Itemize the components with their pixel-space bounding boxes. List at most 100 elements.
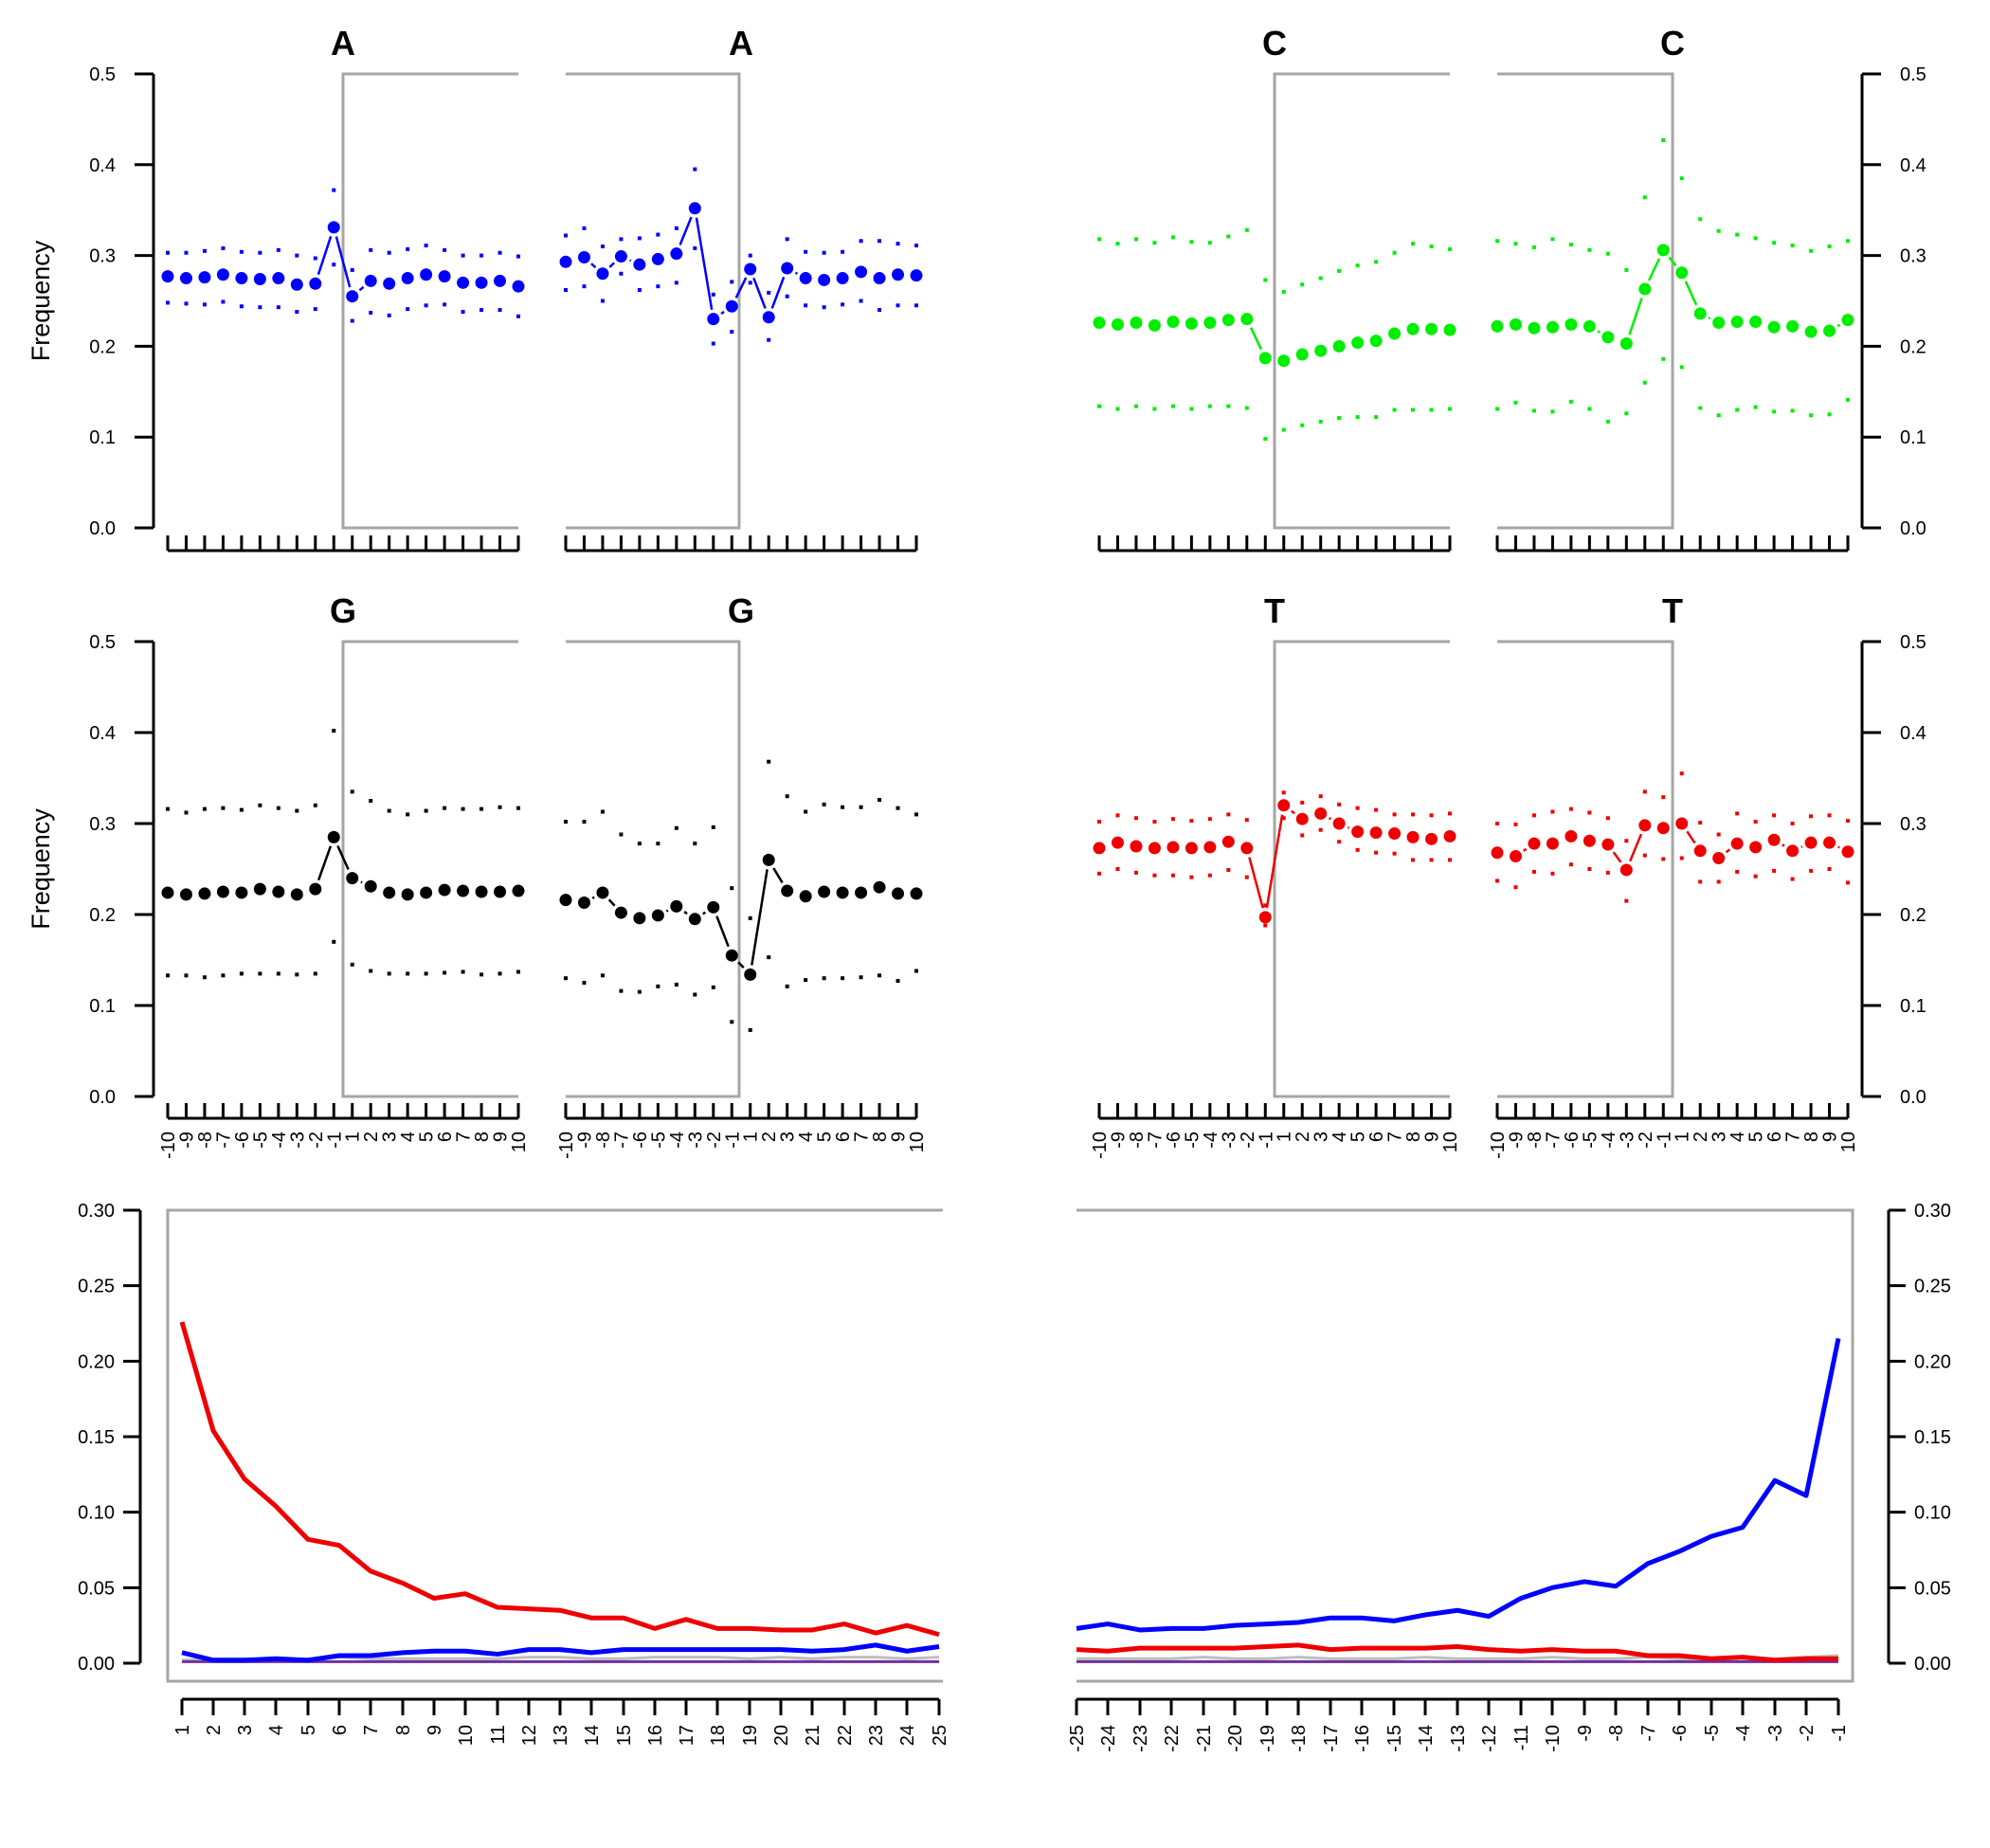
lower-bound-mark <box>295 972 299 977</box>
upper-bound-mark <box>564 233 568 238</box>
data-point <box>1730 316 1744 329</box>
lower-bound-mark <box>1716 413 1721 418</box>
x-tick-label: 7 <box>1783 1132 1804 1142</box>
lower-bound-mark <box>1300 833 1305 838</box>
data-point <box>346 290 359 303</box>
lower-bound-mark <box>1429 858 1434 862</box>
lower-bound-mark <box>1244 875 1249 879</box>
upper-bound-mark <box>582 226 587 230</box>
upper-bound-mark <box>804 809 808 814</box>
lower-bound-mark <box>674 281 678 285</box>
x-tick-label: -6 <box>232 1132 253 1149</box>
upper-bound-mark <box>600 245 605 249</box>
upper-bound-mark <box>896 806 900 810</box>
x-tick-label: 9 <box>889 1132 910 1142</box>
lower-bound-mark <box>841 302 845 307</box>
data-point <box>762 853 775 866</box>
lower-bound-mark <box>1642 380 1647 385</box>
x-tick-label: -10 <box>158 1132 179 1159</box>
data-point <box>1546 837 1559 850</box>
upper-bound-mark <box>859 805 863 809</box>
x-tick-label: 10 <box>456 1725 477 1746</box>
upper-bound-mark <box>424 808 428 813</box>
upper-bound-mark <box>1735 232 1740 237</box>
x-tick-label: 9 <box>491 1132 512 1142</box>
lower-bound-mark <box>637 989 642 994</box>
upper-bound-mark <box>1318 276 1323 281</box>
upper-bound-mark <box>313 803 317 807</box>
lower-bound-mark <box>369 310 373 315</box>
data-point <box>799 272 812 285</box>
y-tick-label: 0.10 <box>1914 1503 1951 1524</box>
lower-bound-mark <box>914 303 918 308</box>
frame-left <box>1273 72 1450 530</box>
x-tick-label: -8 <box>195 1132 216 1149</box>
upper-bound-mark <box>877 798 882 803</box>
lower-bound-mark <box>1587 867 1592 871</box>
upper-bound-mark <box>674 825 678 830</box>
x-tick-label: 4 <box>1330 1132 1350 1142</box>
data-point <box>1388 327 1402 340</box>
series-line-segment <box>772 867 784 884</box>
data-point <box>475 885 488 898</box>
upper-bound-mark <box>1531 813 1536 818</box>
data-point <box>1295 812 1309 825</box>
upper-bound-mark <box>1587 810 1592 815</box>
data-point <box>1841 314 1854 327</box>
lower-bound-mark <box>1513 885 1518 890</box>
data-point <box>836 272 849 285</box>
upper-bound-mark <box>1661 795 1666 800</box>
frame-right <box>1497 72 1674 530</box>
upper-bound-mark <box>748 915 752 920</box>
x-tick-label: 1 <box>1275 1132 1295 1142</box>
lower-bound-mark <box>202 302 207 307</box>
y-tick-label: 0.3 <box>89 814 116 835</box>
x-tick-label: -5 <box>1182 1132 1203 1149</box>
x-tick-label: 5 <box>417 1132 438 1142</box>
upper-bound-mark <box>1337 268 1342 273</box>
upper-bound-mark <box>1152 820 1157 824</box>
lower-bound-mark <box>1115 867 1120 871</box>
data-point <box>1656 244 1670 257</box>
upper-bound-mark <box>1495 239 1499 244</box>
x-tick-label: -6 <box>1670 1725 1691 1742</box>
x-tick-label: -22 <box>1162 1725 1183 1752</box>
upper-bound-mark <box>258 250 262 255</box>
upper-bound-mark <box>1531 245 1536 249</box>
x-tick-label: 18 <box>708 1725 729 1746</box>
y-axis-title: Frequency <box>27 808 55 930</box>
x-tick-label: 13 <box>551 1725 571 1746</box>
x-tick-label: 2 <box>1691 1132 1711 1142</box>
lower-bound-mark <box>619 988 624 993</box>
x-tick-label: 2 <box>361 1132 382 1142</box>
y-tick-label: 0.4 <box>89 723 116 744</box>
upper-bound-mark <box>1513 242 1518 246</box>
lower-bound-mark <box>1355 415 1360 420</box>
data-point <box>253 882 266 896</box>
data-point <box>1351 336 1365 350</box>
y-tick-label: 0.2 <box>89 905 116 926</box>
lower-bound-mark <box>767 955 771 960</box>
data-point <box>1369 826 1383 840</box>
lower-bound-mark <box>1790 408 1795 413</box>
upper-bound-mark <box>1097 820 1101 824</box>
series-line-segment <box>665 909 669 913</box>
upper-bound-mark <box>1392 250 1397 255</box>
series-line-segment <box>770 276 786 309</box>
upper-bound-mark <box>406 812 410 817</box>
data-point <box>179 888 192 901</box>
data-point <box>364 274 377 287</box>
x-tick-label: 1 <box>343 1132 364 1142</box>
data-point <box>596 886 609 899</box>
x-tick-label: 21 <box>803 1725 823 1746</box>
frame <box>166 1208 943 1683</box>
y-tick-label: 0.20 <box>1914 1351 1951 1372</box>
upper-bound-mark <box>1624 839 1629 843</box>
upper-bound-mark <box>1244 227 1249 232</box>
data-point <box>438 883 451 897</box>
lower-bound-mark <box>1605 419 1610 424</box>
upper-bound-mark <box>637 236 642 241</box>
upper-bound-mark <box>767 759 771 764</box>
lower-bound-mark <box>166 300 170 305</box>
data-point <box>614 250 627 263</box>
